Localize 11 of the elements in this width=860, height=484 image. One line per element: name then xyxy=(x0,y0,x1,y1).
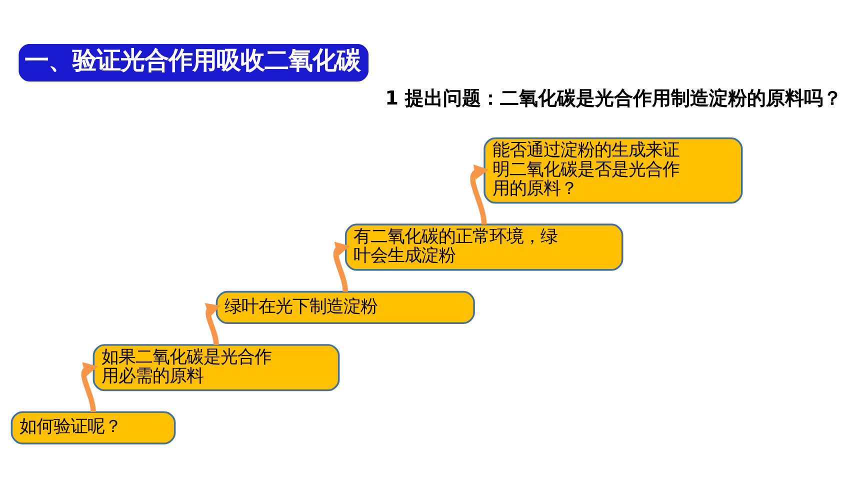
arrow xyxy=(333,242,350,292)
diagram-title: 一、验证光合作用吸收二氧化碳 xyxy=(24,45,360,74)
node-box: 如何验证呢？ xyxy=(10,411,176,444)
arrow xyxy=(81,362,98,412)
node-box: 有二氧化碳的正常环境，绿叶会生成淀粉 xyxy=(344,224,624,271)
node-box: 能否通过淀粉的生成来证明二氧化碳是否是光合作用的原料？ xyxy=(484,137,743,204)
label: 1 提出问题：二氧化碳是光合作用制造淀粉的原料吗？ xyxy=(385,86,842,110)
node-box: 绿叶在光下制造淀粉 xyxy=(216,290,475,324)
node-box: 如果二氧化碳是光合作用必需的原料 xyxy=(92,344,340,392)
arrow xyxy=(204,303,221,346)
arrow xyxy=(470,164,489,225)
